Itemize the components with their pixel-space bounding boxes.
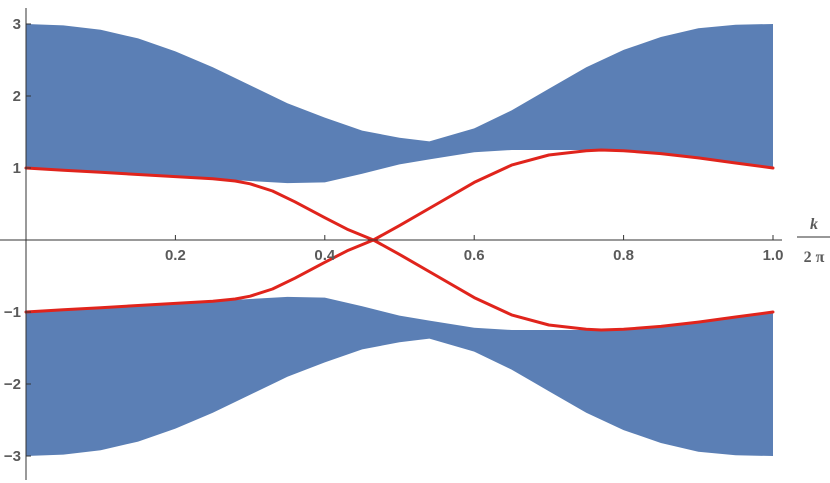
bands-layer [26,24,773,456]
x-axis-label: k 2 π [797,216,830,266]
y-tick-label: −2 [4,376,21,393]
y-tick-label: −3 [4,448,21,465]
band-lower [26,296,773,456]
tick-labels: 0.2 0.4 0.6 0.8 1.0 3 2 1 −1 −2 −3 [4,16,784,465]
axes [0,8,782,480]
y-tick-label: −1 [4,304,21,321]
x-axis-label-numerator: k [810,216,818,233]
x-tick-label: 0.2 [165,247,186,264]
band-upper [26,24,773,184]
x-tick-label: 1.0 [763,247,784,264]
x-tick-label: 0.8 [613,247,634,264]
x-tick-label: 0.4 [314,247,336,264]
y-tick-label: 2 [13,88,21,105]
y-tick-label: 3 [13,16,21,33]
x-tick-label: 0.6 [464,247,485,264]
x-axis-label-denominator: 2 π [804,249,825,266]
y-tick-label: 1 [13,160,21,177]
